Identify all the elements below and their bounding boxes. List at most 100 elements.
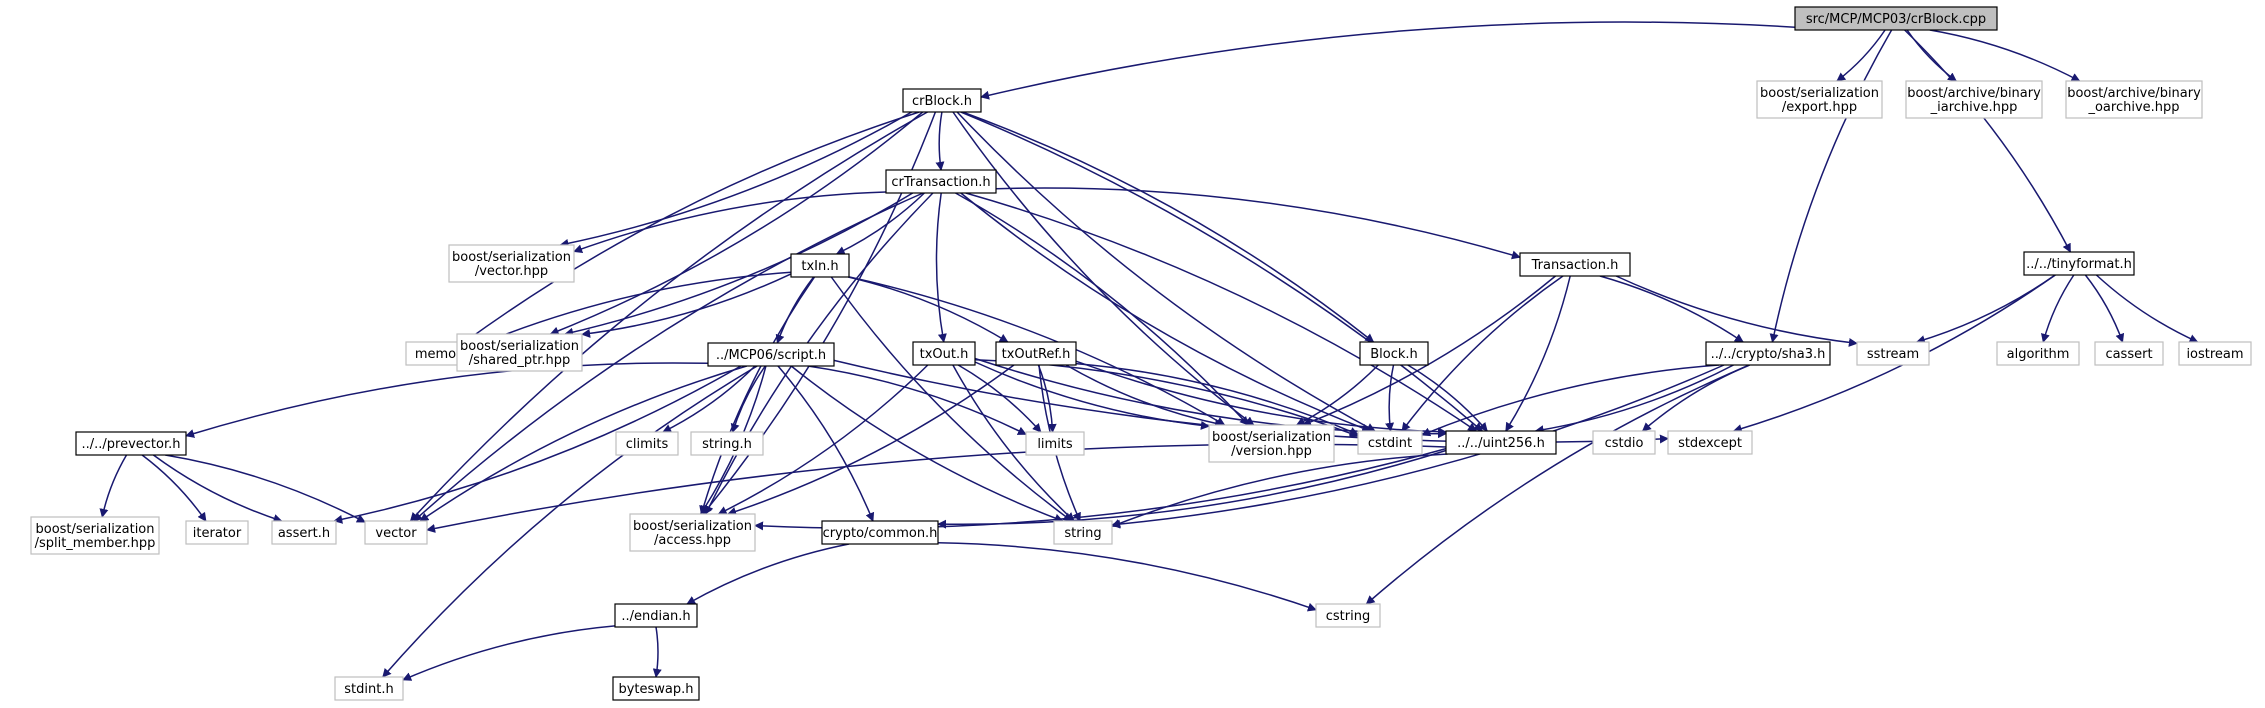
edge-root-to-ba_oarchive bbox=[1929, 29, 2081, 82]
node-script[interactable]: ../MCP06/script.h bbox=[707, 342, 835, 367]
edge-tinyformat-to-iostream bbox=[2095, 274, 2199, 343]
node-box bbox=[707, 342, 835, 367]
node-label: boost/serialization bbox=[1212, 430, 1331, 445]
node-label: txIn.h bbox=[801, 259, 838, 274]
node-tinyformat[interactable]: ../../tinyformat.h bbox=[2023, 251, 2135, 276]
node-transaction[interactable]: Transaction.h bbox=[1519, 252, 1631, 277]
node-root[interactable]: src/MCP/MCP03/crBlock.cpp bbox=[1794, 6, 1998, 31]
node-box bbox=[1445, 430, 1557, 455]
node-label: boost/serialization bbox=[452, 250, 571, 265]
node-label: cstring bbox=[1326, 609, 1370, 624]
node-label: iterator bbox=[193, 526, 242, 541]
node-box bbox=[2023, 251, 2135, 276]
node-uint256[interactable]: ../../uint256.h bbox=[1445, 430, 1557, 455]
node-label: txOut.h bbox=[920, 347, 969, 362]
edge-txout-to-string bbox=[952, 364, 1075, 522]
node-label: stdint.h bbox=[344, 682, 393, 697]
edge-script-to-assert_h bbox=[333, 365, 742, 524]
node-cassert[interactable]: cassert bbox=[2094, 341, 2164, 366]
edge-txin-to-bs_sharedptr bbox=[581, 273, 792, 338]
node-box bbox=[995, 341, 1077, 366]
node-stdint-h[interactable]: stdint.h bbox=[334, 676, 404, 701]
edge-endian-to-stdint_h bbox=[402, 625, 616, 681]
node-txoutref[interactable]: txOutRef.h bbox=[995, 341, 1077, 366]
node-algorithm[interactable]: algorithm bbox=[1996, 341, 2080, 366]
node-cstring[interactable]: cstring bbox=[1315, 603, 1381, 628]
node-box bbox=[1519, 252, 1631, 277]
edge-crtransaction-to-txout bbox=[935, 192, 947, 343]
node-sha3[interactable]: ../../crypto/sha3.h bbox=[1705, 341, 1831, 366]
edge-endian-to-byteswap bbox=[652, 626, 662, 678]
node-label: string.h bbox=[702, 437, 752, 452]
node-crtransaction[interactable]: crTransaction.h bbox=[885, 169, 997, 194]
edge-crblock_h-to-crtransaction bbox=[935, 111, 945, 171]
node-bs-sharedptr[interactable]: boost/serialization/shared_ptr.hpp bbox=[456, 333, 583, 372]
edge-txout-to-limits bbox=[957, 364, 1042, 433]
node-string-h[interactable]: string.h bbox=[690, 431, 764, 456]
node-box bbox=[1053, 520, 1113, 545]
node-stdexcept[interactable]: stdexcept bbox=[1667, 430, 1753, 455]
edge-sha3-to-cstring bbox=[1365, 364, 1750, 605]
node-iterator[interactable]: iterator bbox=[185, 520, 249, 545]
node-box bbox=[902, 88, 982, 113]
edge-script-to-limits bbox=[807, 365, 1027, 436]
edge-crblock_h-to-block bbox=[962, 111, 1375, 343]
node-ba-oarchive[interactable]: boost/archive/binary_oarchive.hpp bbox=[2065, 80, 2203, 119]
edge-tinyformat-to-stdexcept bbox=[1732, 274, 2056, 433]
edge-txout-to-bs_version bbox=[974, 361, 1210, 430]
node-box bbox=[2094, 341, 2164, 366]
edge-txoutref-to-uint256 bbox=[1075, 360, 1447, 437]
edge-txoutref-to-bs_version bbox=[1065, 364, 1224, 428]
node-label: cstdint bbox=[1368, 436, 1412, 451]
node-label: boost/serialization bbox=[460, 339, 579, 354]
node-label: Block.h bbox=[1370, 347, 1418, 362]
edge-prevector-to-bs_split bbox=[99, 454, 128, 518]
node-block[interactable]: Block.h bbox=[1359, 341, 1429, 366]
edge-block-to-uint256 bbox=[1407, 364, 1488, 432]
edge-block-to-bs_version bbox=[1295, 364, 1379, 426]
node-bs-version[interactable]: boost/serialization/version.hpp bbox=[1208, 424, 1335, 463]
edge-prevector-to-assert_h bbox=[152, 454, 283, 523]
node-txout[interactable]: txOut.h bbox=[912, 341, 976, 366]
node-limits[interactable]: limits bbox=[1025, 431, 1085, 456]
node-box bbox=[75, 431, 187, 456]
node-box bbox=[690, 431, 764, 456]
node-box bbox=[185, 520, 249, 545]
node-label: crypto/common.h bbox=[823, 526, 938, 541]
node-endian[interactable]: ../endian.h bbox=[614, 603, 698, 628]
node-bs-vector[interactable]: boost/serialization/vector.hpp bbox=[448, 244, 575, 283]
node-assert-h[interactable]: assert.h bbox=[271, 520, 337, 545]
node-bs-split[interactable]: boost/serialization/split_member.hpp bbox=[30, 516, 160, 555]
edge-txoutref-to-limits bbox=[1037, 364, 1057, 433]
node-climits[interactable]: climits bbox=[615, 431, 679, 456]
edge-script-to-prevector bbox=[185, 362, 709, 438]
node-label: /split_member.hpp bbox=[35, 536, 156, 551]
node-crypto-common[interactable]: crypto/common.h bbox=[821, 520, 939, 545]
node-prevector[interactable]: ../../prevector.h bbox=[75, 431, 187, 456]
node-byteswap[interactable]: byteswap.h bbox=[612, 676, 700, 701]
node-crblock-h[interactable]: crBlock.h bbox=[902, 88, 982, 113]
edge-sha3-to-cstdint bbox=[1421, 364, 1720, 437]
edge-script-to-climits bbox=[662, 365, 756, 433]
node-cstdio[interactable]: cstdio bbox=[1592, 430, 1656, 455]
node-string[interactable]: string bbox=[1053, 520, 1113, 545]
edge-root-to-ba_iarchive bbox=[1906, 29, 1957, 82]
node-bs-export[interactable]: boost/serialization/export.hpp bbox=[1756, 80, 1883, 119]
edge-crtransaction-to-vector bbox=[413, 192, 924, 522]
node-box bbox=[1592, 430, 1656, 455]
edge-script-to-vector bbox=[419, 365, 748, 522]
node-box bbox=[1315, 603, 1381, 628]
node-ba-iarchive[interactable]: boost/archive/binary_iarchive.hpp bbox=[1905, 80, 2043, 119]
edge-prevector-to-iterator bbox=[141, 454, 207, 522]
node-sstream[interactable]: sstream bbox=[1856, 341, 1930, 366]
node-label: crBlock.h bbox=[912, 94, 972, 109]
node-iostream[interactable]: iostream bbox=[2178, 341, 2252, 366]
edge-crtransaction-to-bs_version bbox=[955, 192, 1249, 426]
node-txin[interactable]: txIn.h bbox=[790, 253, 850, 278]
node-label: ../../uint256.h bbox=[1457, 436, 1545, 451]
node-cstdint[interactable]: cstdint bbox=[1357, 430, 1423, 455]
edge-root-to-tinyformat bbox=[1904, 29, 2072, 253]
node-bs-access[interactable]: boost/serialization/access.hpp bbox=[629, 513, 756, 552]
node-label: algorithm bbox=[2007, 347, 2070, 362]
node-vector[interactable]: vector bbox=[364, 520, 428, 545]
